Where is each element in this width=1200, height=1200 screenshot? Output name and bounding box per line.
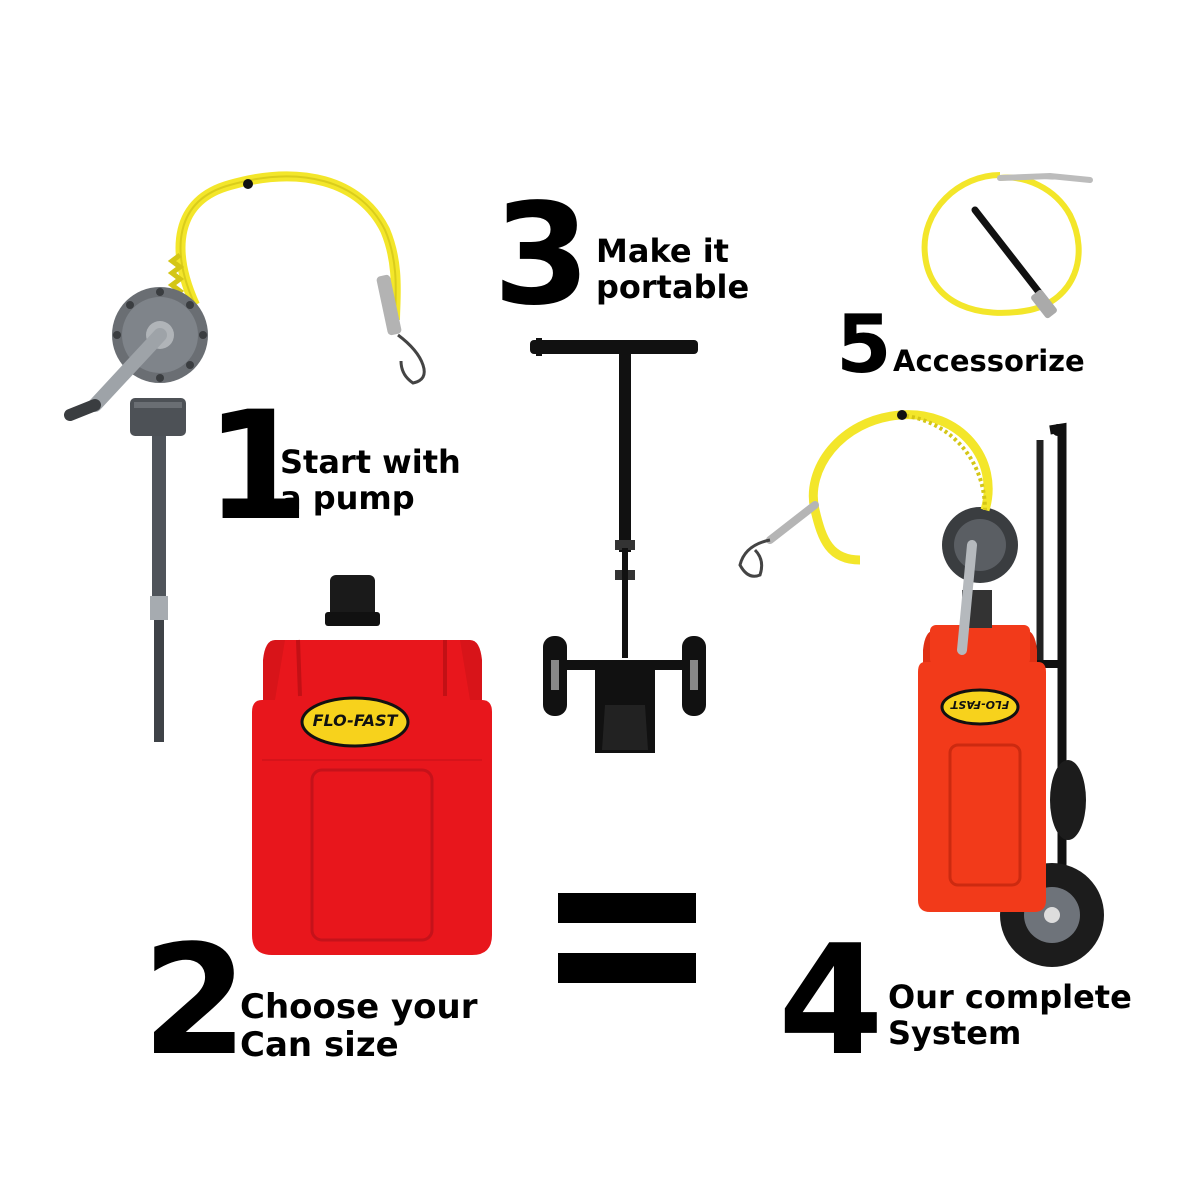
equals-sign: [558, 893, 696, 983]
rotary-hand-pump-icon: [64, 171, 426, 742]
step-4-line-1: Our complete: [888, 978, 1132, 1016]
hose-nozzle-icon: [921, 172, 1093, 319]
can-brand-label: FLO-FAST: [312, 711, 398, 730]
step-3-number: 3: [493, 174, 591, 337]
complete-system-icon: [738, 410, 1104, 967]
step-2-line-2: Can size: [240, 1025, 399, 1066]
step-2-number: 2: [142, 912, 248, 1089]
step-2-line-1: Choose your: [240, 987, 478, 1027]
step-1-label: Start with a pump: [280, 443, 461, 517]
step-1-number: 1: [205, 380, 310, 554]
step-5-label: Accessorize: [893, 344, 1085, 378]
step-4-number: 4: [778, 912, 884, 1089]
step-3-label: Make it portable: [596, 232, 750, 306]
step-4-label: Our complete System: [888, 978, 1132, 1052]
step-1-line-1: Start with: [280, 443, 461, 481]
step-3-line-2: portable: [596, 267, 750, 306]
step-4-line-2: System: [888, 1013, 1022, 1052]
step-3-line-1: Make it: [596, 232, 729, 270]
fuel-can-icon: [252, 575, 492, 955]
dolly-cart-icon: [530, 338, 706, 753]
step-5-number: 5: [836, 298, 892, 391]
step-5-line-1: Accessorize: [893, 344, 1085, 378]
system-brand-label: FLO-FAST: [950, 698, 1010, 711]
step-2-label: Choose your Can size: [240, 988, 478, 1064]
step-1-line-2: a pump: [280, 478, 415, 517]
